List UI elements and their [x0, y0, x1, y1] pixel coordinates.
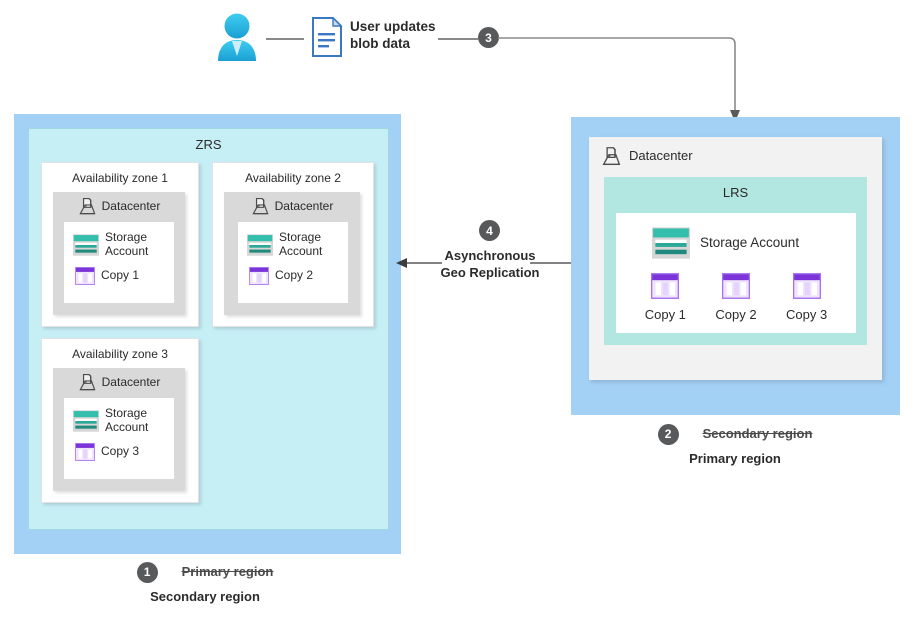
user-updates-label-line2: blob data: [350, 36, 410, 51]
geo-replication-label: Asynchronous Geo Replication: [400, 248, 580, 282]
step-badge-4: 4: [479, 220, 500, 241]
storage-panel-zone-1: Storage Account Copy 1: [64, 222, 174, 303]
step-badge-3: 3: [478, 27, 499, 48]
datacenter-label-zone-3: Datacenter: [101, 375, 161, 389]
storage-panel-right: Storage Account Copy 1: [616, 213, 856, 333]
user-updates-label-line1: User updates: [350, 19, 436, 34]
storage-account-icon: [73, 234, 99, 256]
copy-icon: [721, 273, 751, 299]
copy-icon: [249, 266, 269, 285]
connector-step3-to-primary-region: [498, 28, 748, 128]
availability-zone-3-title: Availability zone 3: [72, 347, 168, 361]
storage-label-line2-zone-1: Account: [105, 243, 149, 258]
left-region-struck-label: Primary region: [181, 564, 274, 580]
availability-zone-1-title: Availability zone 1: [72, 171, 168, 185]
right-region-struck-label: Secondary region: [702, 426, 813, 442]
copy-label-zone-2: Copy 2: [275, 268, 314, 283]
person-icon: [213, 12, 261, 64]
copy-item: Copy 1: [645, 273, 686, 323]
storage-label-line1-zone-1: Storage: [105, 230, 148, 244]
step-badge-1: 1: [136, 562, 158, 583]
copy-label-zone-1: Copy 1: [101, 268, 140, 283]
step-badge-2: 2: [657, 424, 679, 445]
copy-label-right-3: Copy 3: [786, 307, 828, 322]
datacenter-label-zone-1: Datacenter: [101, 199, 161, 213]
storage-label-right: Storage Account: [700, 234, 800, 250]
storage-label-line2-zone-3: Account: [105, 419, 149, 434]
storage-label-line1-zone-3: Storage: [105, 406, 148, 420]
storage-account-icon: [73, 410, 99, 432]
connector-label-to-step3: [438, 38, 478, 40]
copy-icon: [75, 266, 95, 285]
document-icon: [311, 16, 343, 57]
copy-icon: [792, 273, 821, 299]
datacenter-icon: [601, 146, 622, 167]
left-region-active-label: Secondary region: [150, 589, 260, 604]
datacenter-icon: [78, 373, 97, 392]
copy-label-zone-3: Copy 3: [101, 444, 140, 459]
copy-label-right-1: Copy 1: [644, 307, 686, 322]
storage-account-icon: [247, 234, 273, 256]
storage-account-icon: [652, 227, 690, 259]
storage-label-line1-zone-2: Storage: [279, 230, 322, 244]
copy-label-right-2: Copy 2: [715, 307, 757, 322]
storage-label-line2-zone-2: Account: [279, 243, 323, 258]
right-region-active-label: Primary region: [689, 451, 781, 466]
geo-replication-label-line1: Asynchronous: [444, 248, 536, 263]
connector-person-to-document: [266, 38, 304, 40]
connector-geo-replication-arrow: [396, 256, 576, 270]
right-region-caption: 2 Secondary region Primary region: [590, 424, 880, 467]
availability-zone-2-title: Availability zone 2: [245, 171, 341, 185]
copy-icon: [75, 442, 95, 461]
datacenter-icon: [78, 197, 97, 216]
storage-panel-zone-2: Storage Account Copy 2: [238, 222, 348, 303]
zrs-title: ZRS: [195, 137, 222, 152]
storage-panel-zone-3: Storage Account Copy 3: [64, 398, 174, 479]
copy-icon: [651, 273, 680, 299]
left-region-caption: 1 Primary region Secondary region: [60, 562, 350, 605]
lrs-title: LRS: [722, 185, 749, 200]
datacenter-icon: [251, 197, 270, 216]
geo-replication-label-line2: Geo Replication: [440, 264, 540, 280]
copy-item: Copy 2: [715, 273, 757, 323]
datacenter-label-zone-2: Datacenter: [274, 199, 334, 213]
datacenter-label-right: Datacenter: [629, 148, 693, 164]
copy-item: Copy 3: [786, 273, 827, 323]
